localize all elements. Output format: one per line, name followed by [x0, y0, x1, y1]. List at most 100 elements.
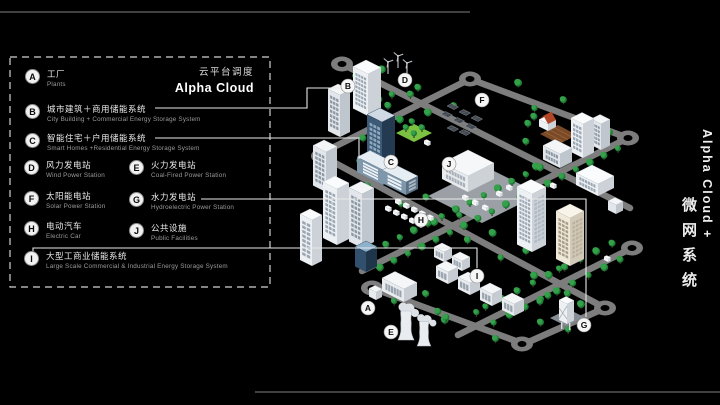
- iso-building: [542, 139, 573, 168]
- sidebar-title-cjk: 微网系统: [680, 197, 697, 297]
- map-marker-F[interactable]: F: [474, 92, 490, 108]
- svg-text:J: J: [447, 159, 452, 169]
- map-marker-B[interactable]: B: [340, 78, 356, 94]
- iso-building: [570, 112, 595, 158]
- legend-badge-B: B: [25, 104, 40, 119]
- hydroelectric-dam: [550, 296, 584, 330]
- legend-text-C: 智能住宅＋户用储能系统 Smart Homes +Residential Ener…: [47, 133, 200, 152]
- legend-label-en: City Building + Commercial Energy Storag…: [47, 116, 201, 123]
- iso-building: [354, 240, 378, 272]
- iso-building: [501, 292, 525, 316]
- legend-badge-F: F: [24, 191, 39, 206]
- svg-text:I: I: [476, 271, 478, 281]
- car: [549, 182, 558, 189]
- iso-building: [352, 59, 382, 116]
- legend-text-B: 城市建筑＋商用储能系统 City Building + Commercial En…: [47, 104, 201, 123]
- svg-text:D: D: [402, 75, 408, 85]
- red-roof-house: [538, 111, 557, 131]
- legend-label-zh: 工厂: [47, 69, 66, 79]
- map-marker-H[interactable]: H: [413, 212, 429, 228]
- legend-badge-I: I: [24, 251, 39, 266]
- legend-item-C[interactable]: C 智能住宅＋户用储能系统 Smart Homes +Residential Ene…: [25, 133, 200, 152]
- legend-connectors: [32, 87, 587, 317]
- legend-label-en: Coal-Fired Power Station: [151, 172, 227, 179]
- legend-badge-J: J: [129, 223, 144, 238]
- iso-building: [381, 271, 418, 302]
- legend-border: [9, 56, 271, 288]
- legend-label-en: Wind Power Station: [46, 172, 105, 179]
- legend-item-J[interactable]: J 公共设施 Public Facilities: [129, 223, 198, 242]
- iso-building: [607, 197, 624, 214]
- legend-label-zh: 智能住宅＋户用储能系统: [47, 133, 147, 143]
- legend-label-zh: 火力发电站: [151, 160, 197, 170]
- car: [505, 184, 514, 191]
- legend-badge-A: A: [25, 69, 40, 84]
- iso-building: [348, 181, 375, 248]
- legend-text-E: 火力发电站 Coal-Fired Power Station: [151, 160, 226, 179]
- legend-label-en: Smart Homes +Residential Energy Storage …: [47, 145, 200, 152]
- legend-label-en: Solar Power Station: [46, 203, 106, 210]
- legend-badge-C: C: [25, 133, 40, 148]
- wind-turbines: [383, 52, 413, 75]
- map-marker-A[interactable]: A: [360, 300, 376, 316]
- svg-text:F: F: [479, 95, 484, 105]
- legend-label-zh: 风力发电站: [46, 160, 92, 170]
- map-marker-I[interactable]: I: [469, 268, 485, 284]
- svg-text:B: B: [345, 81, 351, 91]
- legend-badge-H: H: [24, 221, 39, 236]
- iso-building: [299, 208, 323, 266]
- map-marker-E[interactable]: E: [383, 324, 399, 340]
- cooling-tower: [416, 314, 437, 347]
- legend-label-en: Public Facilities: [151, 235, 198, 242]
- iso-building: [435, 260, 459, 284]
- car: [495, 190, 504, 197]
- car: [481, 204, 490, 211]
- iso-building: [575, 164, 615, 196]
- legend-label-zh: 公共设施: [151, 223, 188, 233]
- car: [410, 206, 419, 213]
- car: [400, 213, 409, 220]
- map-marker-D[interactable]: D: [397, 72, 413, 88]
- iso-building: [327, 83, 351, 137]
- connector-G: [201, 198, 587, 317]
- car: [426, 214, 435, 221]
- iso-building: [381, 163, 419, 195]
- legend-label-zh: 电动汽车: [46, 221, 83, 231]
- cooling-tower: [397, 302, 419, 341]
- map-markers: A B C D E F G H I J: [340, 72, 592, 340]
- iso-building: [322, 175, 350, 245]
- legend-text-J: 公共设施 Public Facilities: [151, 223, 198, 242]
- legend-item-E[interactable]: E 火力发电站 Coal-Fired Power Station: [129, 160, 226, 179]
- map-marker-C[interactable]: C: [383, 154, 399, 170]
- legend-text-D: 风力发电站 Wind Power Station: [46, 160, 105, 179]
- legend-label-en: Hydroelectric Power Station: [151, 204, 235, 211]
- legend-badge-E: E: [129, 160, 144, 175]
- car: [423, 139, 432, 146]
- iso-building: [479, 282, 503, 306]
- connector-I: [32, 247, 478, 268]
- connector-B: [155, 87, 341, 109]
- map-marker-G[interactable]: G: [576, 317, 592, 333]
- car: [603, 255, 612, 262]
- cloud-title-en: Alpha Cloud: [174, 81, 254, 95]
- iso-building: [555, 203, 585, 266]
- legend-label-en: Large Scale Commercial & Industrial Ener…: [46, 263, 228, 270]
- car: [402, 202, 411, 209]
- legend-item-B[interactable]: B 城市建筑＋商用储能系统 City Building + Commercial E…: [25, 104, 201, 123]
- sidebar-title-latin: Alpha Cloud +: [700, 129, 714, 240]
- cloud-platform-title: 云平台调度 Alpha Cloud: [138, 64, 254, 95]
- legend-label-zh: 城市建筑＋商用储能系统: [47, 104, 147, 114]
- map-marker-J[interactable]: J: [441, 156, 457, 172]
